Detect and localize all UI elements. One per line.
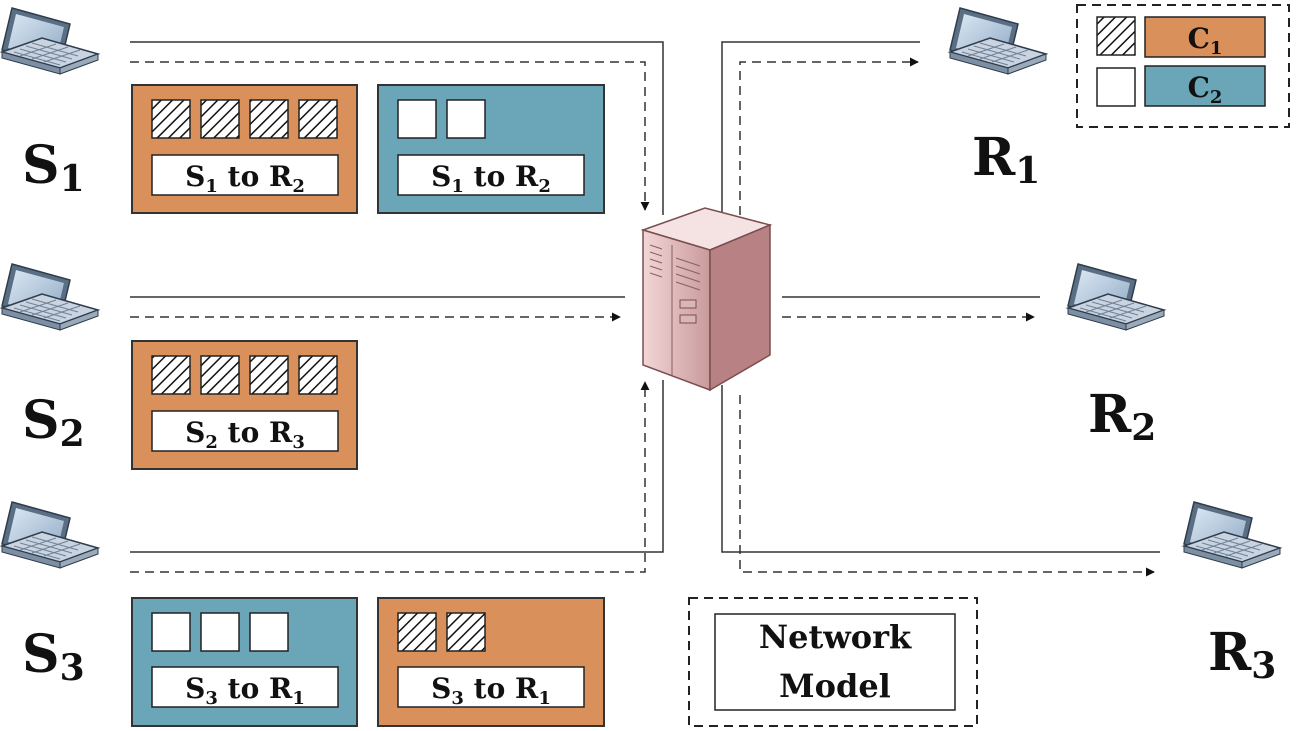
- laptop-icon: [1067, 263, 1165, 331]
- legend: C1 C2: [1076, 4, 1290, 128]
- laptop-icon: [1183, 501, 1281, 569]
- packet-class1: [249, 99, 289, 139]
- r1-dashed-path: [739, 57, 919, 215]
- packet-class2: [151, 612, 191, 652]
- packet-class2: [200, 612, 240, 652]
- laptop-icon: [1, 7, 99, 75]
- caption-box: Network Model: [688, 597, 978, 727]
- r1-solid-path: [721, 41, 920, 215]
- r3-solid-path: [721, 385, 1160, 553]
- flow-label-s1-class2: S1 to R2: [431, 160, 551, 197]
- s1-dashed-path: [130, 61, 650, 211]
- sender-label-s3: S3: [22, 624, 85, 689]
- packet-class1: [397, 612, 437, 652]
- connection-lines: [130, 41, 1160, 577]
- packet-class1: [151, 355, 191, 395]
- flow-label-s3-class2: S3 to R1: [185, 672, 305, 709]
- packet-class2: [397, 99, 437, 139]
- flow-label-s2-class1: S2 to R3: [185, 416, 305, 453]
- legend-swatch-class2: [1096, 67, 1136, 107]
- legend-label-c2: C2: [1188, 71, 1223, 108]
- packet-class1: [446, 612, 486, 652]
- s3-dashed-path: [130, 381, 650, 573]
- legend-label-c1: C1: [1188, 22, 1223, 59]
- s3-solid-path: [130, 380, 664, 553]
- flow-label-s1-class1: S1 to R2: [185, 160, 305, 197]
- packet-class2: [249, 612, 289, 652]
- receiver-label-r1: R1: [972, 127, 1040, 192]
- flow-box-s2-class1: S2 to R3: [131, 340, 358, 470]
- flow-label-s3-class1: S3 to R1: [431, 672, 551, 709]
- packet-class1: [200, 99, 240, 139]
- sender-label-s1: S1: [22, 135, 85, 200]
- laptop-icon: [1, 263, 99, 331]
- s1-solid-path: [130, 41, 664, 215]
- flow-box-s1-class2: S1 to R2: [377, 84, 605, 214]
- legend-swatch-class1: [1096, 16, 1136, 56]
- caption-line2: Model: [779, 667, 891, 705]
- packet-class2: [446, 99, 486, 139]
- sender-label-s2: S2: [22, 390, 85, 455]
- flow-box-s1-class1: S1 to R2: [131, 84, 358, 214]
- packet-class1: [249, 355, 289, 395]
- laptop-icon: [949, 7, 1047, 75]
- packet-class1: [200, 355, 240, 395]
- flow-box-s3-class1: S3 to R1: [377, 597, 605, 727]
- receiver-label-r3: R3: [1208, 622, 1276, 687]
- r3-dashed-path: [739, 395, 1155, 577]
- packet-class1: [151, 99, 191, 139]
- caption-line1: Network: [759, 618, 912, 656]
- packet-class1: [298, 99, 338, 139]
- flow-box-s3-class2: S3 to R1: [131, 597, 358, 727]
- receiver-label-r2: R2: [1088, 384, 1156, 449]
- packet-class1: [298, 355, 338, 395]
- server-icon: [640, 207, 773, 392]
- laptop-icon: [1, 501, 99, 569]
